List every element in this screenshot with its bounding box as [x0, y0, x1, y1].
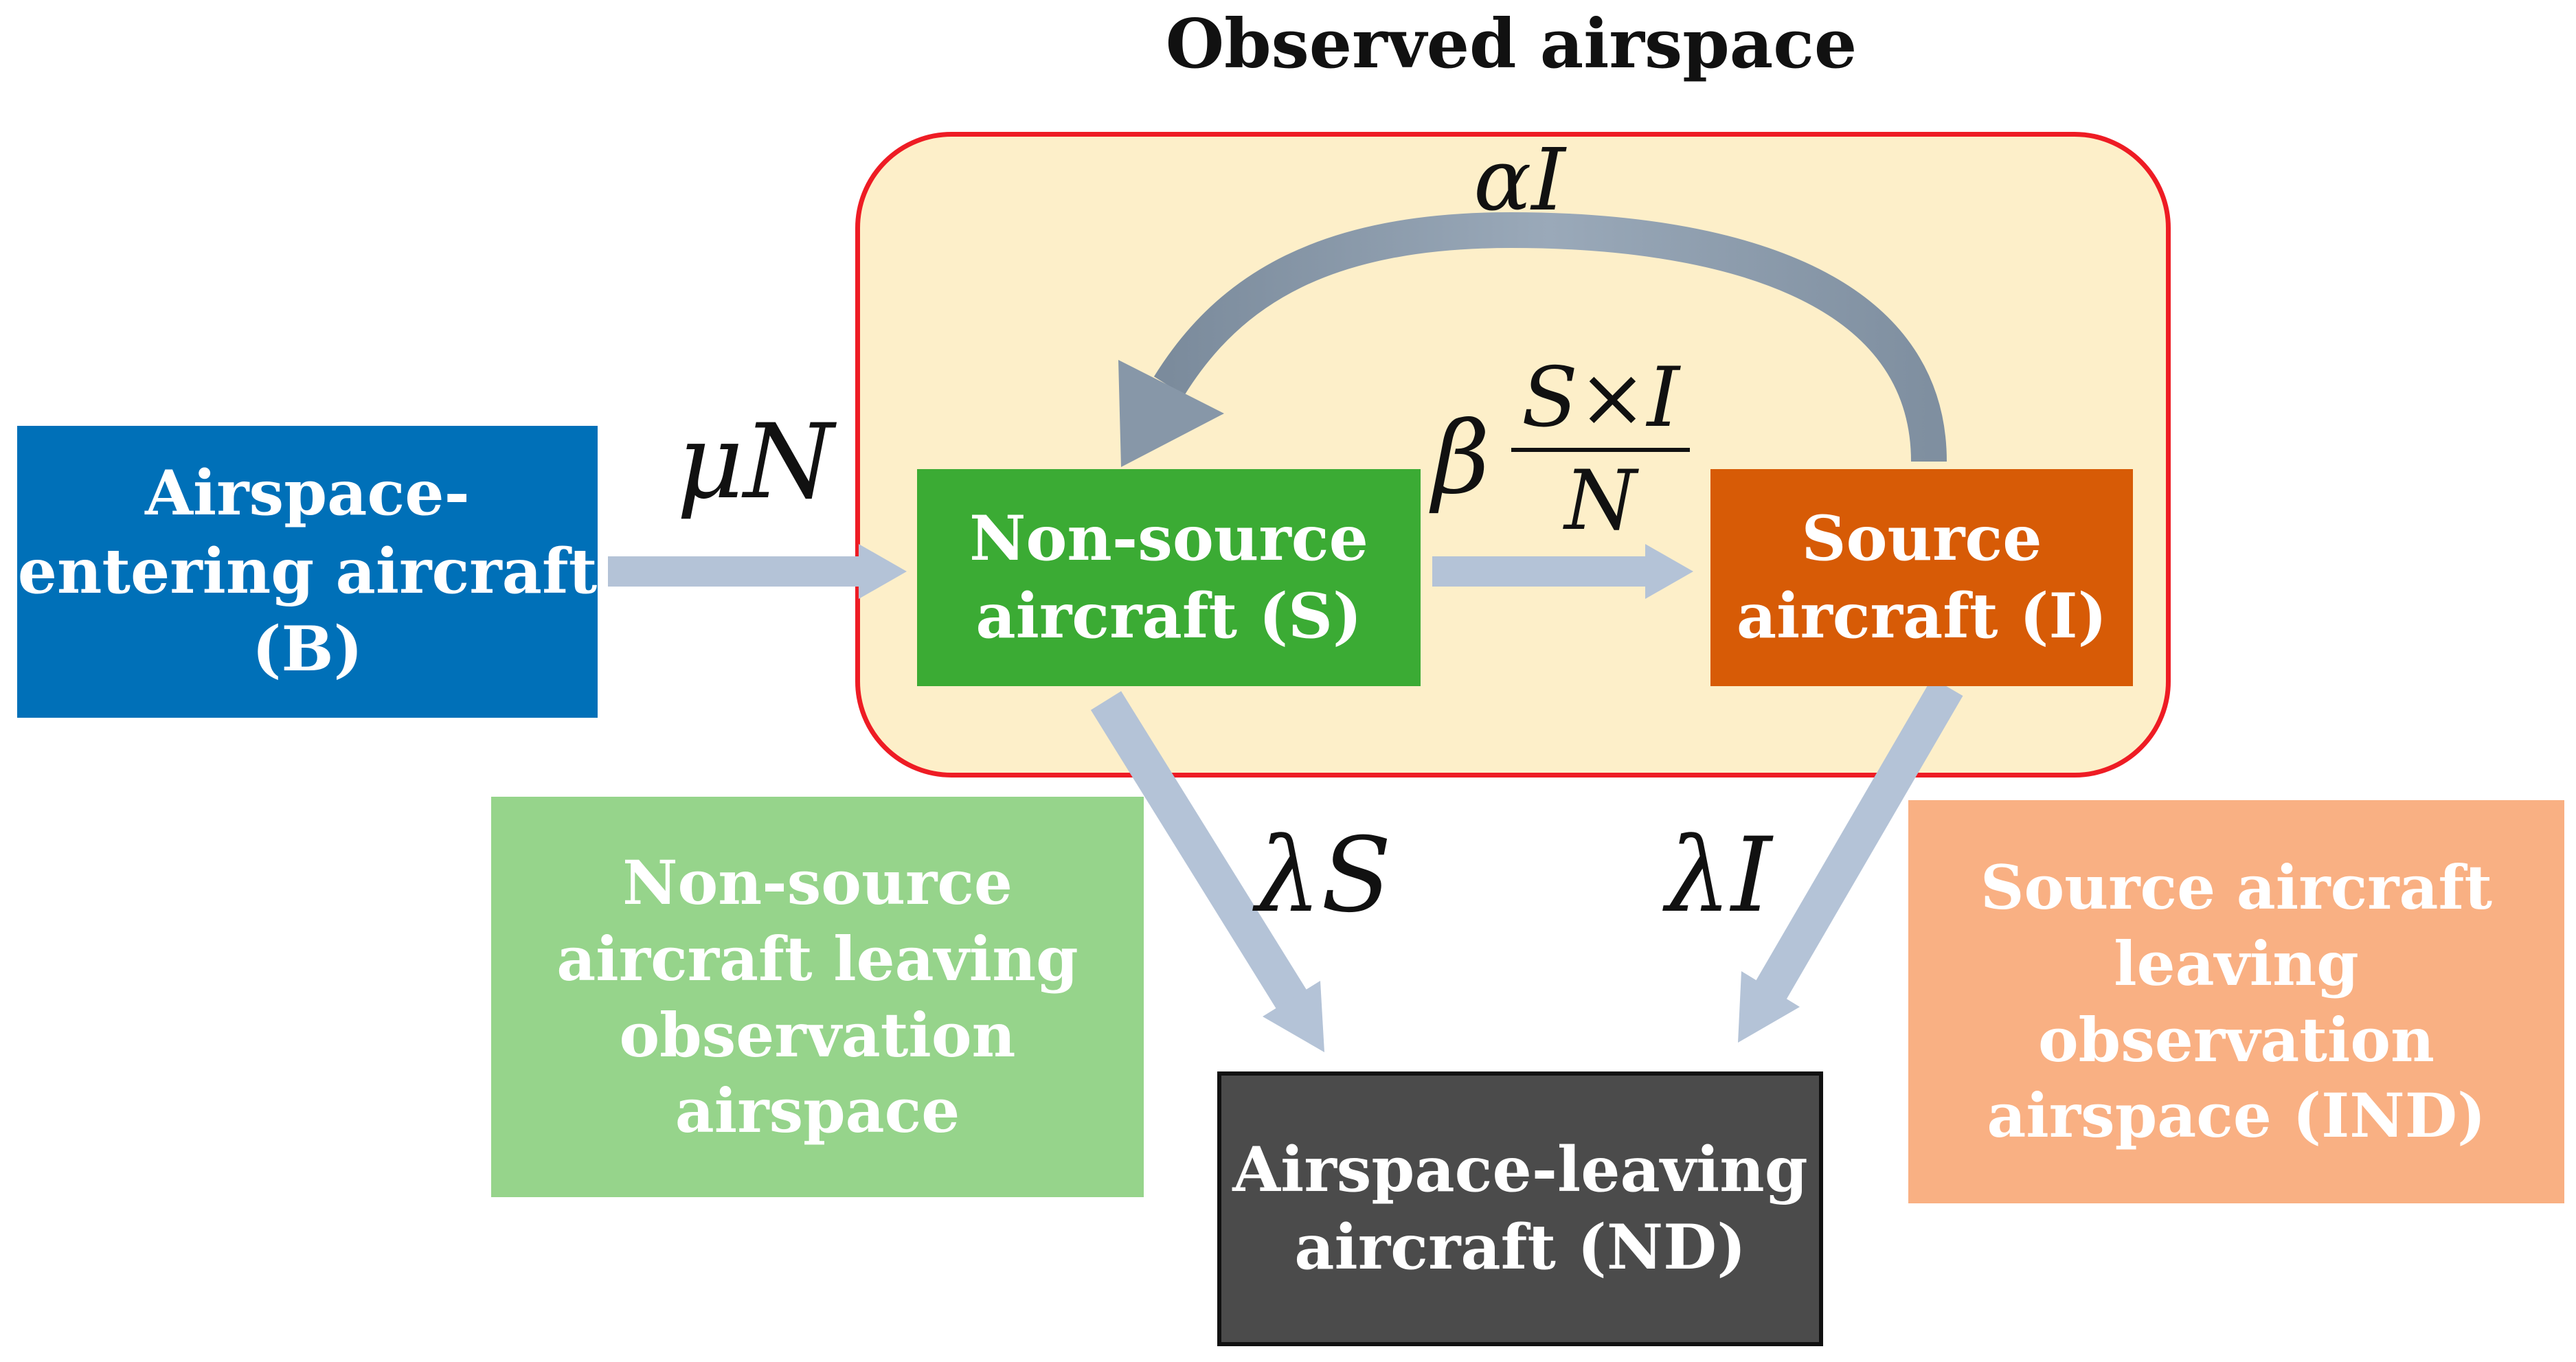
rate-infection-denominator: N — [1564, 453, 1637, 549]
arrow-nonsource-to-source — [1432, 544, 1693, 599]
airspace-leaving-aircraft-box: Airspace-leaving aircraft (ND) — [1217, 1071, 1823, 1346]
rate-exit-source-label: λI — [1666, 816, 1772, 935]
source-label-line2: aircraft (I) — [1736, 580, 2108, 652]
src-leaving-line3: observation — [2037, 1003, 2435, 1076]
source-leaving-box: Source aircraft leaving observation airs… — [1908, 800, 2564, 1203]
arrow-source-to-leaving — [1738, 677, 1963, 1043]
arrow-nonsource-to-leaving — [1090, 691, 1324, 1052]
ns-leaving-line3: observation — [619, 999, 1016, 1071]
leaving-label-line1: Airspace-leaving — [1232, 1133, 1808, 1206]
entering-label-line1: Airspace- — [145, 457, 470, 530]
entering-label-line2: entering aircraft — [17, 534, 598, 608]
leaving-label-line2: aircraft (ND) — [1294, 1211, 1746, 1284]
source-label-line1: Source — [1801, 501, 2042, 575]
nonsource-label-line1: Non-source — [969, 501, 1368, 575]
nonsource-label-line2: aircraft (S) — [975, 580, 1362, 652]
rate-infection-numerator: S×I — [1521, 350, 1680, 446]
non-source-aircraft-box: Non-source aircraft (S) — [917, 469, 1421, 686]
entering-label-line3: (B) — [251, 613, 363, 686]
rate-recovery-label: αI — [1473, 130, 1566, 230]
src-leaving-line4: airspace (IND) — [1987, 1080, 2486, 1152]
source-aircraft-box: Source aircraft (I) — [1710, 469, 2133, 686]
fraction-bar — [1511, 448, 1690, 452]
src-leaving-line2: leaving — [2114, 927, 2359, 999]
non-source-leaving-box: Non-source aircraft leaving observation … — [491, 797, 1144, 1197]
rate-exit-nonsource-label: λS — [1256, 816, 1392, 935]
ns-leaving-line2: aircraft leaving — [556, 922, 1078, 995]
src-leaving-line1: Source aircraft — [1980, 851, 2493, 923]
rate-entry-label: μN — [677, 402, 834, 522]
diagram-title: Observed airspace — [1165, 5, 1857, 84]
ns-leaving-line4: airspace — [675, 1075, 960, 1147]
ns-leaving-line1: Non-source — [622, 846, 1013, 918]
arrow-entering-to-nonsource — [608, 544, 907, 599]
airspace-entering-aircraft-box: Airspace- entering aircraft (B) — [17, 426, 598, 718]
rate-infection-coefficient: β — [1432, 400, 1490, 517]
curved-feedback-arrow — [1118, 212, 1947, 467]
